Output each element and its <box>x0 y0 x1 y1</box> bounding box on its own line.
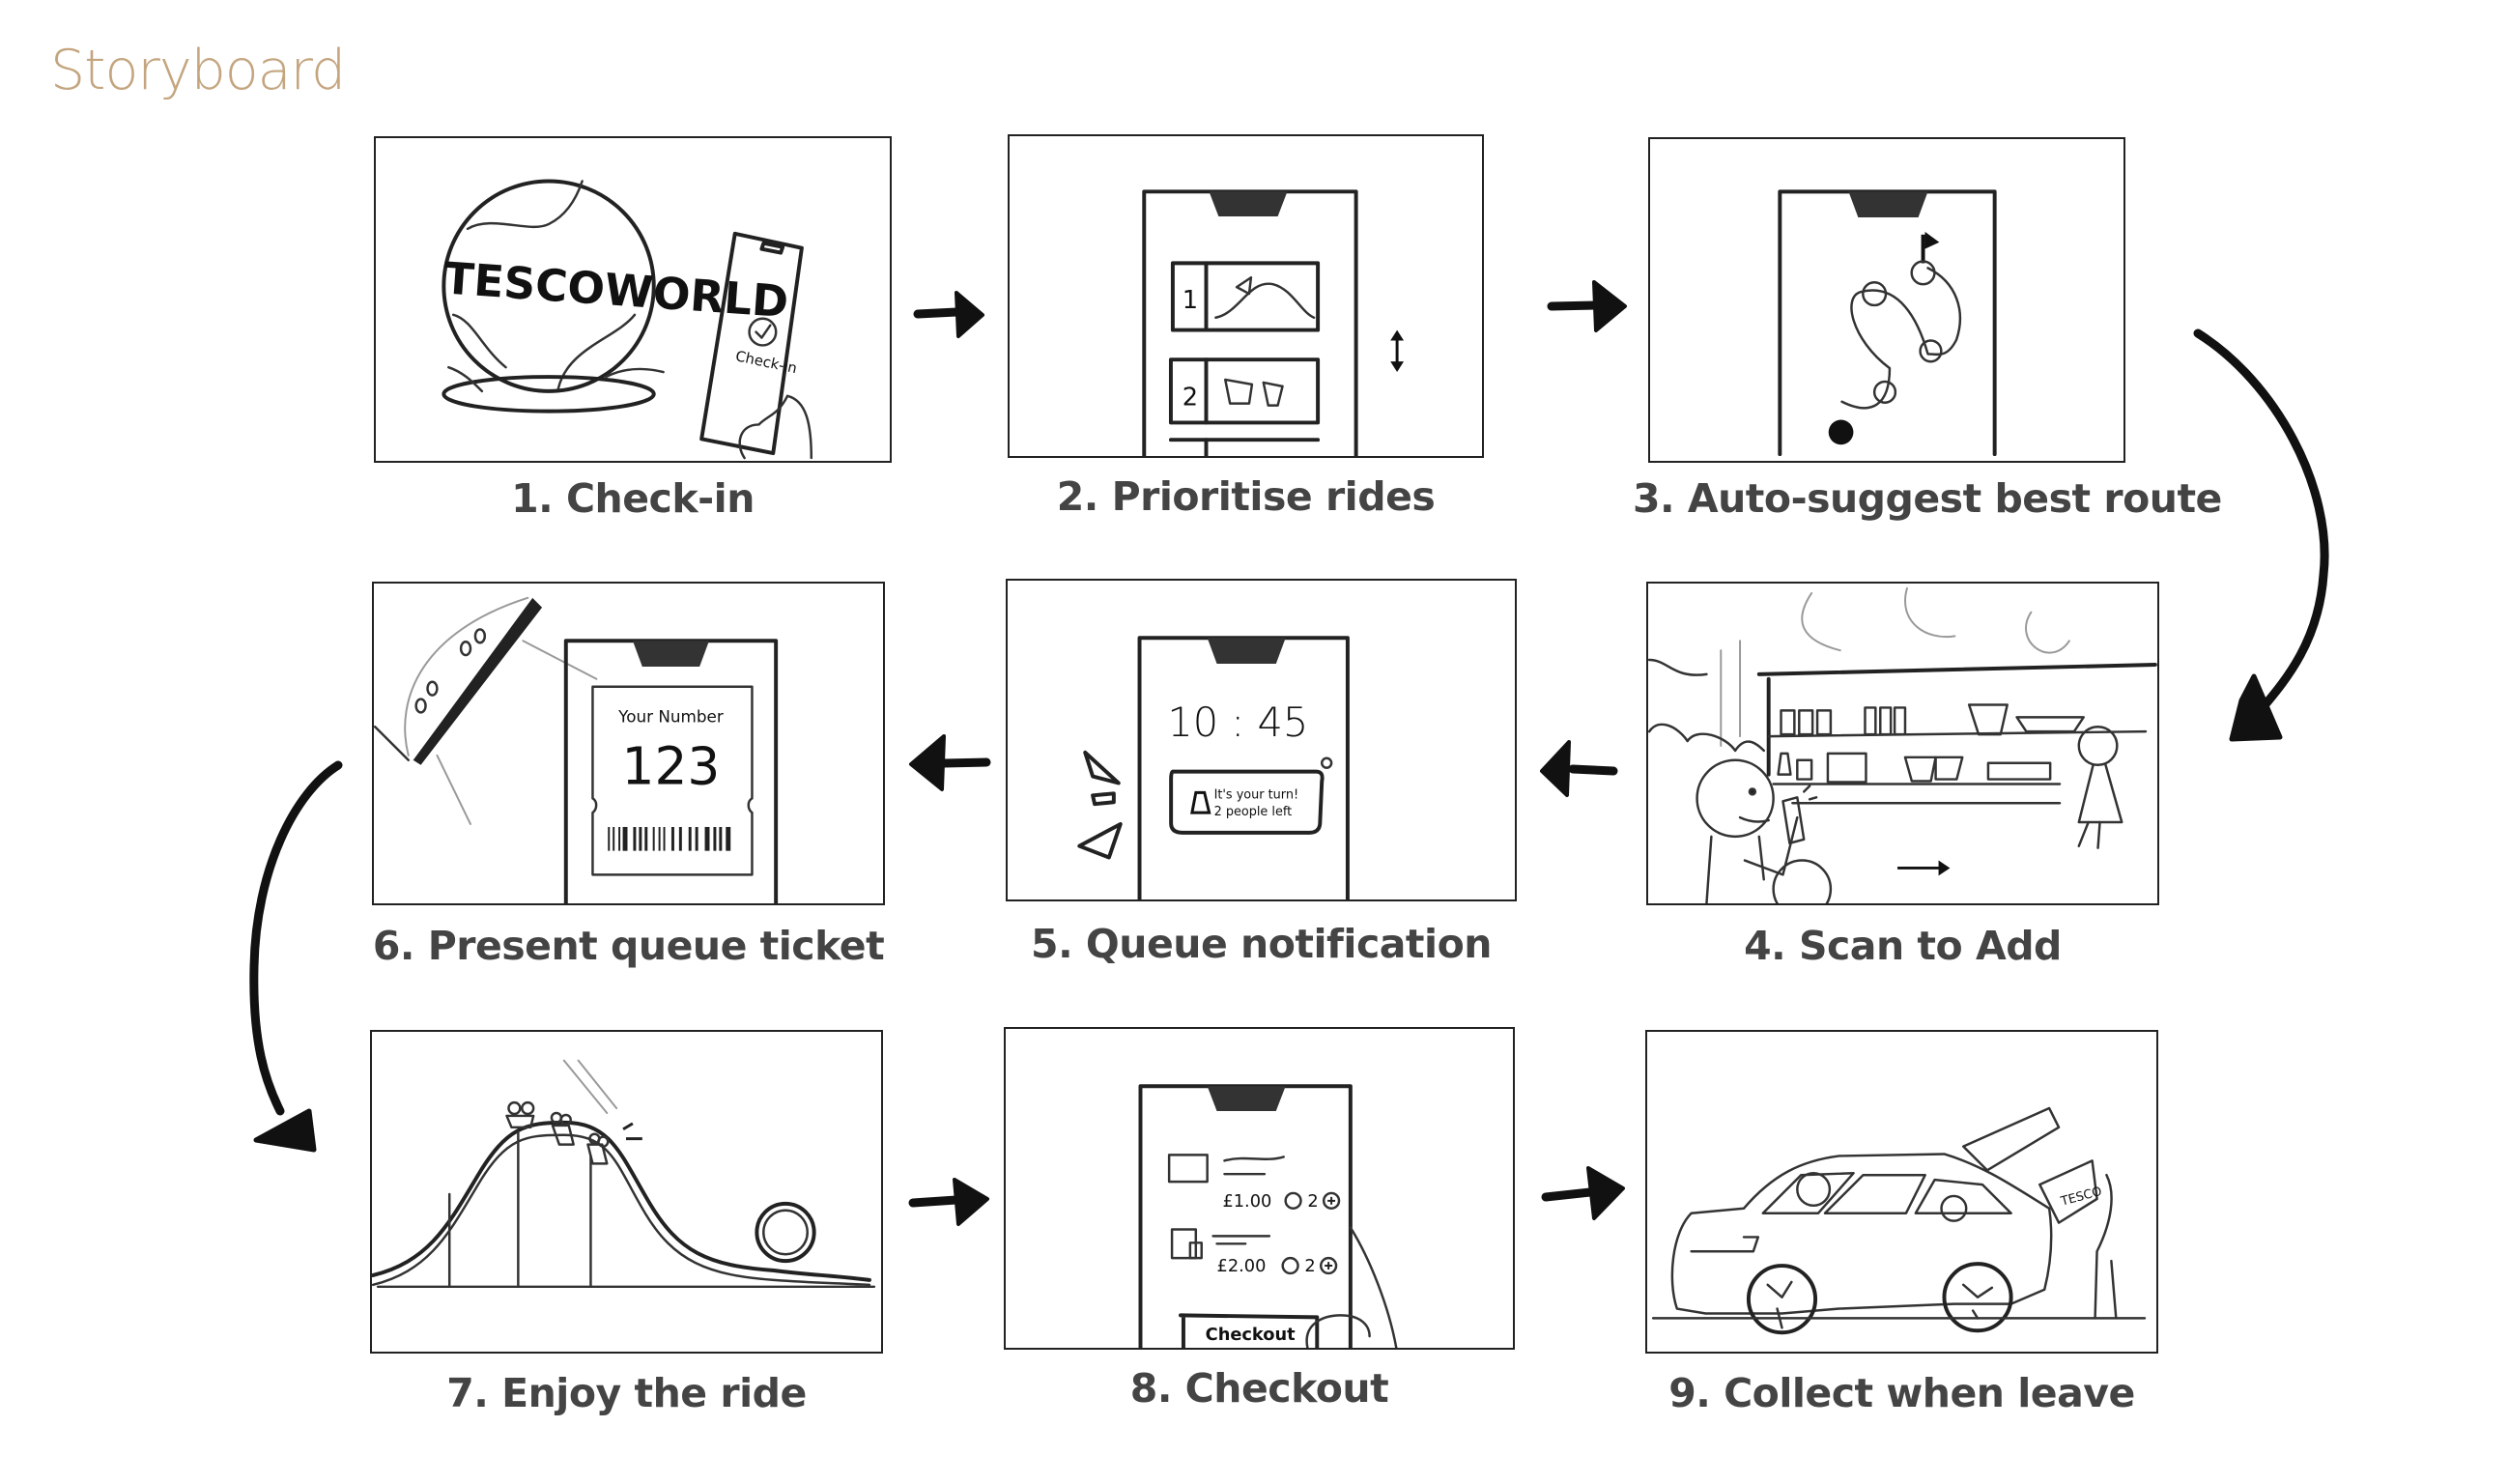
notification-card <box>1169 769 1325 835</box>
arrow-right-icon <box>1541 1166 1625 1220</box>
phone-frame-icon <box>1142 189 1358 456</box>
item-1-price: £1.00 <box>1222 1191 1271 1212</box>
panel-label-7: 7. Enjoy the ride <box>446 1370 807 1416</box>
logo-text: TESCOWORLD <box>442 252 790 328</box>
ticket-heading: Your Number <box>617 706 724 726</box>
storyboard-panel-9: TESCO <box>1645 1030 2158 1354</box>
hand-icon <box>1305 1226 1398 1348</box>
decrement-icon <box>1281 1256 1299 1275</box>
staff-figure <box>2077 725 2123 849</box>
notification-line-1: It's your turn! <box>1214 787 1299 802</box>
reorder-arrows-icon <box>1390 329 1405 373</box>
page-title: Storyboard <box>50 39 346 102</box>
hand-icon <box>738 394 813 460</box>
notification-line-2: 2 people left <box>1214 805 1293 819</box>
arrow-right-icon <box>1547 280 1627 332</box>
checkout-button-label: Checkout <box>1206 1325 1296 1345</box>
tesco-box <box>2038 1159 2098 1224</box>
bell-icon <box>1190 790 1211 814</box>
direction-arrow-icon <box>1938 860 1951 876</box>
prioritise-rides-sketch: 1 2 <box>1142 189 1405 456</box>
decrement-icon <box>1284 1191 1302 1210</box>
product-image-1 <box>1167 1154 1209 1184</box>
clock-time: 10 : 45 <box>1167 699 1308 746</box>
arrow-right-icon <box>908 1178 989 1226</box>
passenger-face <box>1796 1171 1832 1208</box>
item-2-qty: 2 <box>1304 1256 1315 1276</box>
arrow-right-icon <box>913 291 984 338</box>
storyboard-panel-2: 1 2 <box>1008 134 1484 458</box>
route-suggestion-sketch <box>1778 189 1997 457</box>
panel-label-6: 6. Present queue ticket <box>372 923 885 969</box>
globe-icon <box>442 179 656 393</box>
route-flag-icon <box>1921 231 1940 264</box>
storyboard-panel-7 <box>370 1030 883 1354</box>
increment-icon <box>1322 1191 1341 1210</box>
ride-rank-1: 1 <box>1183 286 1198 315</box>
checkout-sketch: £1.00 2 £2.00 2 Checkout <box>1138 1084 1398 1348</box>
checkout-button <box>1179 1313 1320 1348</box>
panel-label-9: 9. Collect when leave <box>1668 1370 2135 1416</box>
ticket-card <box>591 685 754 876</box>
phone-frame-icon <box>563 639 779 903</box>
alert-lines-icon <box>1077 750 1123 860</box>
start-point-icon <box>1828 419 1854 445</box>
storyboard-panel-4 <box>1646 582 2159 905</box>
panel-label-8: 8. Checkout <box>1129 1365 1389 1412</box>
panel-label-1: 1. Check-in <box>511 475 755 522</box>
scan-to-add-sketch <box>1648 586 2157 903</box>
arrow-left-icon <box>909 734 991 791</box>
storyboard-panel-3 <box>1648 137 2125 463</box>
storyboard-panel-8: £1.00 2 £2.00 2 Checkout <box>1004 1027 1515 1350</box>
panel-label-5: 5. Queue notification <box>1031 921 1492 967</box>
coaster-cars <box>505 1100 610 1165</box>
rollercoaster-sketch <box>372 1059 876 1289</box>
phone-scan-icon <box>1781 796 1806 844</box>
checkmark-circle-icon <box>748 317 778 347</box>
ride-rank-2: 2 <box>1183 384 1198 413</box>
rollercoaster-icon <box>372 1120 876 1289</box>
panel-label-4: 4. Scan to Add <box>1744 923 2062 969</box>
open-boot <box>1961 1106 2061 1172</box>
barcode-icon <box>608 826 731 851</box>
curved-arrow-down-icon <box>249 760 343 1153</box>
phone-frame-icon <box>1778 189 1997 457</box>
box-label: TESCO <box>2059 1184 2104 1210</box>
storyboard-panel-6: Your Number 123 <box>372 582 885 905</box>
item-2-price: £2.00 <box>1217 1256 1267 1276</box>
phone-icon <box>699 231 804 456</box>
collect-car-sketch: TESCO <box>1651 1106 2147 1335</box>
panel-label-3: 3. Auto-suggest best route <box>1633 475 2222 522</box>
check-in-sketch: TESCOWORLD Check-in <box>442 179 813 460</box>
arrow-left-icon <box>1540 740 1618 797</box>
storyboard-panel-1: TESCOWORLD Check-in <box>374 136 892 463</box>
curved-arrow-down-icon <box>2193 328 2329 742</box>
panel-label-2: 2. Prioritise rides <box>1056 473 1436 520</box>
phone-frame-icon <box>1137 636 1350 899</box>
item-1-qty: 2 <box>1307 1191 1318 1212</box>
ticket-number: 123 <box>622 735 721 796</box>
increment-icon <box>1319 1256 1338 1275</box>
storyboard-panel-5: 10 : 45 It's your turn! 2 people left <box>1006 579 1517 901</box>
queue-notification-sketch: 10 : 45 It's your turn! 2 people left <box>1077 636 1350 899</box>
queue-ticket-sketch: Your Number 123 <box>374 596 779 903</box>
phone-frame-icon <box>1138 1084 1353 1348</box>
car-icon <box>1670 1153 2053 1335</box>
shopper-figure <box>1696 758 1833 903</box>
